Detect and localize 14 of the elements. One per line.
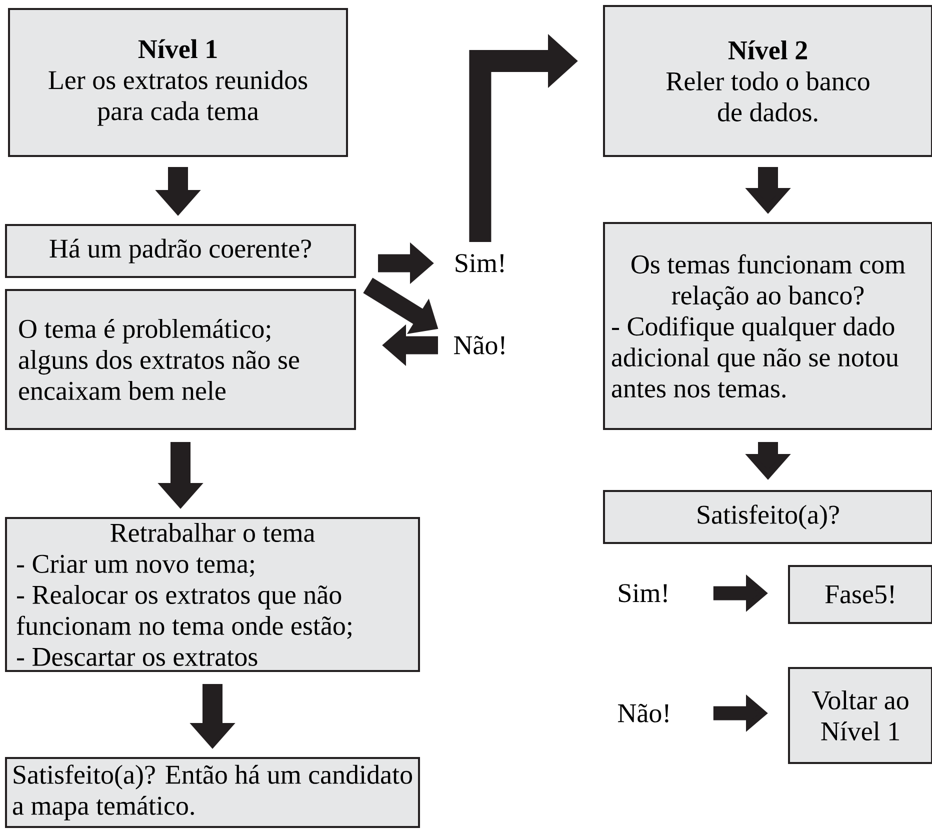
process-box: Nível 1 Ler os extratos reunidos para cada tema bbox=[8, 8, 348, 157]
process-box: Há um padrão coerente? bbox=[5, 224, 356, 278]
answer-label: Não! bbox=[618, 704, 668, 722]
process-box: Voltar ao Nível 1 bbox=[788, 667, 932, 764]
process-box: Satisfeito(a)? bbox=[603, 490, 932, 544]
answer-label: Sim! bbox=[456, 254, 504, 272]
process-box: O tema é problemático; alguns dos extratos não se encaixam bem nele bbox=[5, 289, 356, 430]
process-box: Retrabalhar o tema - Criar um novo tema; - Realocar os extratos que não funcionam no tema onde estão; - Descartar os extratos bbox=[5, 517, 420, 672]
process-box: Nível 2 Reler todo o banco de dados. bbox=[603, 5, 932, 157]
answer-label: Não! bbox=[454, 336, 504, 354]
answer-label: Sim! bbox=[619, 584, 667, 602]
process-box: Fase5! bbox=[788, 565, 932, 624]
process-box: Satisfeito(a)? Então há um candidato a mapa temático. bbox=[5, 757, 420, 828]
process-box: Os temas funcionam com relação ao banco? - Codifique qualquer dado adicional que não se notou antes nos temas. bbox=[603, 222, 932, 430]
